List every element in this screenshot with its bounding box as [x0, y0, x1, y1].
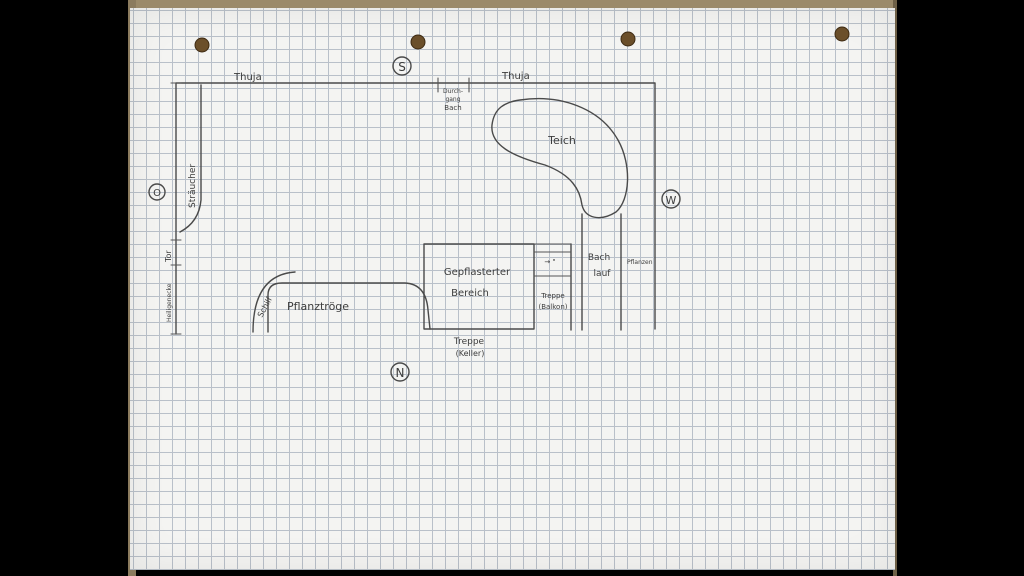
stair-cellar-label-line1: Treppe [453, 337, 485, 347]
hedge-label: Heiligenecke [166, 283, 173, 322]
punch-hole [194, 37, 210, 53]
punch-hole [620, 31, 636, 47]
reed-bed-outline [252, 271, 296, 333]
garden-boundary [175, 82, 656, 335]
table-edge-top [128, 0, 896, 8]
paved-area-label-line2: Bereich [451, 288, 489, 299]
paved-area-outline [423, 243, 535, 330]
compass-north-circle [390, 362, 410, 382]
stream-channel [581, 213, 622, 331]
compass-east-circle [148, 183, 166, 201]
thuja-right-label: Thuja [501, 71, 530, 82]
stream-label-line1: Bach [588, 253, 610, 263]
shrubs-label: Sträucher [188, 164, 198, 208]
compass-west-label: W [666, 194, 677, 207]
compass-west-circle [661, 189, 681, 209]
stair-lines [533, 243, 572, 277]
punch-hole [834, 26, 850, 42]
plants-label: Pflanzen [627, 259, 653, 266]
stair-balcony-label-line1: Treppe [540, 292, 564, 300]
planter-troughs-label: Pflanztröge [287, 300, 349, 313]
boundary-ticks [170, 82, 182, 335]
compass-south-label: S [398, 60, 406, 74]
compass-south-circle [392, 56, 412, 76]
gate-label: Tor [164, 250, 173, 263]
passage-label-line3: Bach [444, 104, 461, 112]
passage-label-line2: gang [445, 96, 460, 103]
thuja-left-label: Thuja [233, 72, 262, 83]
punch-hole [410, 34, 426, 50]
stair-balcony-label-line2: (Balkon) [538, 303, 567, 311]
pond-label: Teich [547, 134, 576, 147]
compass-east-label: O [153, 188, 161, 199]
paved-area-label-line1: Gepflasterter [444, 267, 511, 278]
table-edge-right [893, 0, 897, 576]
passage-label-line1: Durch- [443, 88, 463, 95]
pond-outline [491, 97, 629, 219]
stream-label-line2: lauf [594, 269, 612, 279]
arrow-mark: → " [544, 258, 555, 266]
stair-cellar-label-line2: (Keller) [456, 349, 485, 358]
planter-trough-outline [267, 282, 431, 333]
compass-north-label: N [396, 366, 405, 380]
passage-marks [437, 77, 470, 93]
shrub-bed-outline [179, 84, 202, 233]
